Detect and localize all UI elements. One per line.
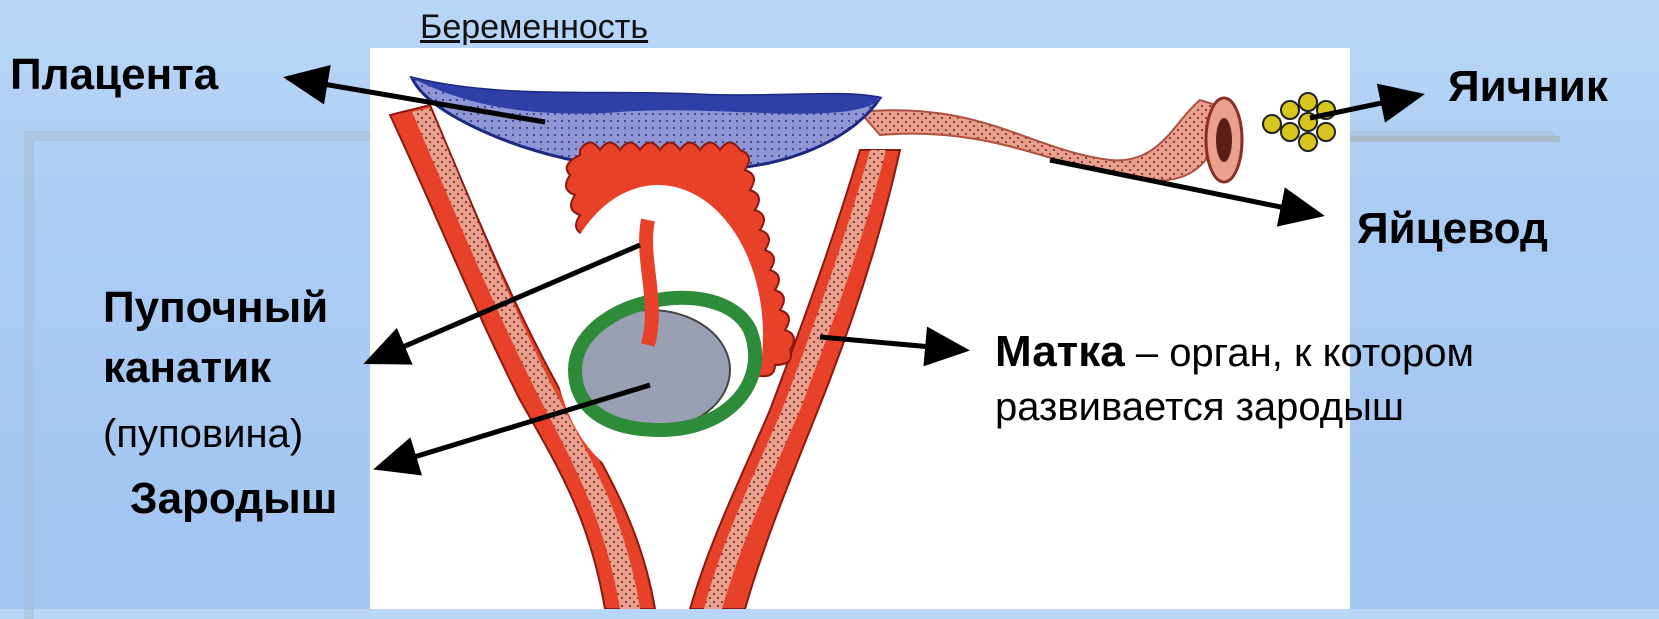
oviduct-tube [860,100,1225,180]
label-oviduct: Яйцевод [1357,204,1548,254]
label-embryo: Зародыш [130,474,337,524]
ovary-cluster [1263,93,1335,151]
label-placenta: Плацента [10,50,218,100]
label-uterus: Матка [995,327,1125,376]
uterus-desc-line-1: – орган, к котором [1136,331,1474,375]
label-ovary: Яичник [1448,62,1608,112]
umbilical-cord [646,220,652,345]
label-umbilical-cord: Пупочный [103,283,328,333]
uterus-desc-line-2: развивается зародыш [995,380,1474,434]
uterus-description: Матка – орган, к котором развивается зар… [995,325,1474,434]
label-umbilical-cord-2: канатик [103,343,271,393]
label-umbilical-cord-alt: (пуповина) [103,412,303,457]
